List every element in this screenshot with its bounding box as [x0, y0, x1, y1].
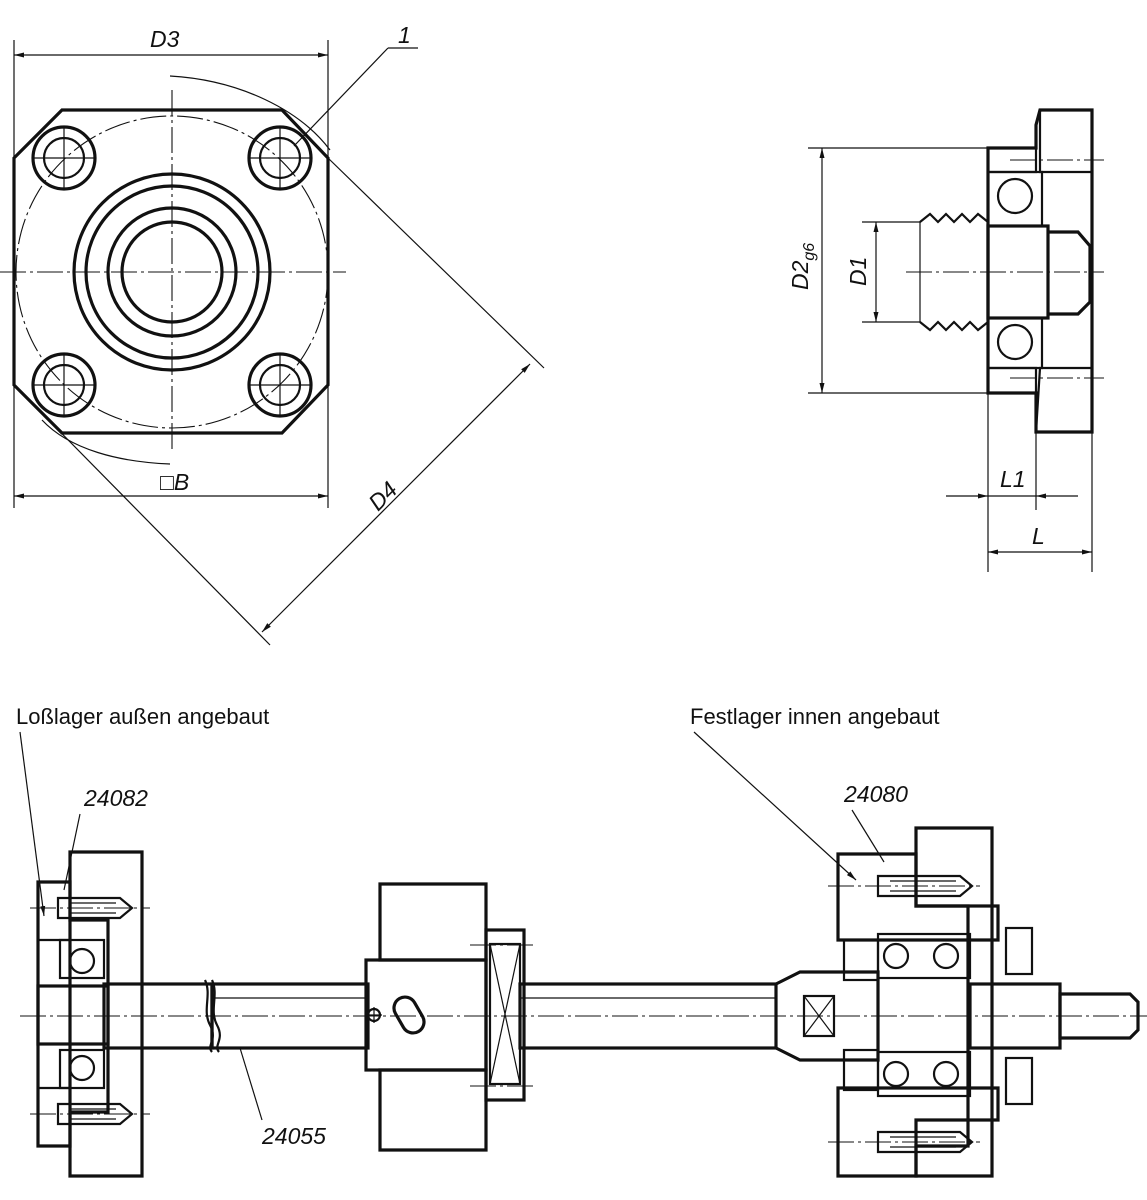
label-l1: L1: [1000, 466, 1026, 492]
ball-upper: [996, 177, 1034, 215]
caption-floating-bearing: Loßlager außen angebaut: [16, 704, 269, 729]
caption-fixed-bearing: Festlager innen angebaut: [690, 704, 940, 729]
ball-lower: [996, 323, 1034, 361]
label-24080: 24080: [843, 781, 908, 807]
label-d2: D2g6: [787, 243, 818, 290]
fixed-bearing-assembly: 24080: [775, 781, 1140, 1178]
front-view: D3 1 □B D4: [0, 22, 545, 646]
label-24082: 24082: [83, 785, 148, 811]
label-d1: D1: [845, 257, 871, 286]
assembly-view: Loßlager außen angebaut Festlager innen …: [16, 704, 1147, 1178]
label-24055: 24055: [261, 1123, 326, 1149]
ball-screw-shaft: 24055: [102, 979, 778, 1149]
label-l: L: [1032, 523, 1045, 549]
label-callout-1: 1: [398, 22, 411, 48]
ball-nut: [364, 882, 526, 1152]
label-d4: D4: [363, 476, 402, 515]
label-d3: D3: [150, 26, 180, 52]
floating-bearing-assembly: 24082: [36, 785, 148, 1178]
label-square-b: □B: [160, 469, 189, 495]
side-section-view: D2g6 D1 L1 L: [787, 108, 1104, 572]
